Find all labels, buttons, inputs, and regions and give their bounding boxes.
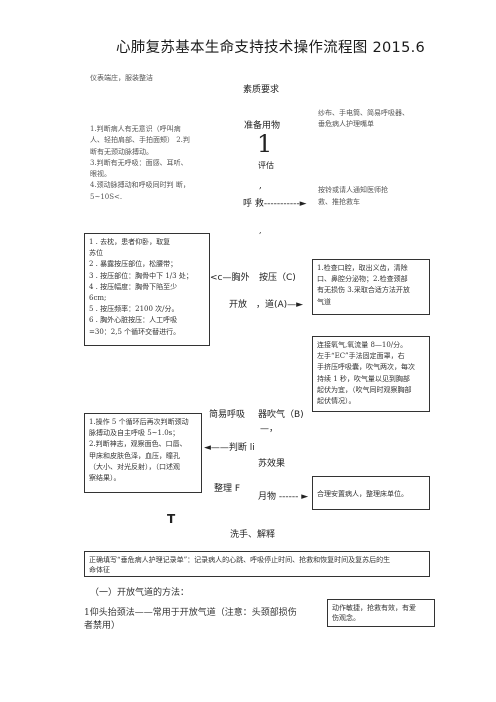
box-line: =30：2,5 个循环交替进行。	[89, 327, 181, 336]
assess-line: 1.判断病人有无意识（呼叫病	[90, 125, 181, 133]
organize-label: 整理 F	[214, 484, 241, 494]
box-line: 3 . 按压部位：胸骨中下 1/3 处；	[89, 271, 193, 280]
box-line: 左手“EC”手法固定面罩，右	[317, 352, 405, 361]
airway-label: ，道(A)—►	[256, 300, 304, 310]
judge-box: 1.操作 5 个循环后再次判断颈动 脉搏动及自主呼吸 5~1.0s； 2.判断神…	[84, 413, 202, 493]
assess-line: 眼视。	[90, 170, 111, 179]
box-line: 伤观念。	[332, 614, 360, 622]
call-text: 按铃或请人通知医师抢	[318, 186, 388, 194]
box-line: 甲床和皮肤色泽，血压，瞳孔	[89, 451, 180, 460]
blow-label: 器吹气（B)	[258, 410, 304, 420]
assess-line: 5~10S<.	[90, 192, 123, 201]
comma-mark: ,	[259, 181, 262, 191]
section-heading: （一）开放气道的方法：	[90, 588, 190, 598]
box-line: 5 . 按压频率：2100 次/分。	[89, 305, 179, 314]
box-line: 起伏情况）。	[317, 397, 356, 406]
airway-box: 1.检查口腔，取出义齿，清除 口、鼻腔分泌物；2.检查颈部 有无损伤 3.采取合…	[312, 259, 430, 315]
box-line: 合理安置病人，整理床单位。	[317, 490, 408, 498]
wash-label: 洗手、解释	[230, 530, 276, 540]
dash-label: —，	[260, 424, 279, 434]
call-label: 呼 救-----------►	[243, 199, 307, 209]
box-line: 手挤压呼吸囊，吹气两次，每次	[317, 363, 415, 372]
airway-open-label: 开放	[229, 300, 248, 310]
comma-mark-2: ,	[259, 226, 262, 235]
box-line: 1.检查口腔，取出义齿，清除	[317, 264, 408, 272]
box-line: 气道	[317, 297, 331, 306]
method-text: 1仰头抬颈法——常用于开放气道（注意：头颈部损伤 者禁用）	[84, 607, 297, 633]
arrange-box: 合理安置病人，整理床单位。	[312, 476, 430, 510]
record-line: 正确填写“垂危病人护理记录单”：记录病人的心跳、呼吸停止时间、抢救和恢复时间及复…	[89, 556, 391, 564]
box-line: 1.操作 5 个循环后再次判断颈动	[89, 418, 189, 426]
box-line: （大小、对光反射），（口述观	[89, 462, 180, 471]
box-line: 4 . 按压幅度：胸骨下陷至少	[89, 282, 178, 291]
method-line: 者禁用）	[84, 621, 121, 631]
box-line: 察结果）。	[89, 474, 121, 483]
box-line: 2.判断神志，观察面色、口唇、	[89, 440, 187, 449]
box-line: 有无损伤 3.采取合适方法开放	[317, 286, 410, 295]
step-number: 1	[257, 130, 273, 158]
box-line: 持续 1 秒，吹气量以见到胸部	[317, 374, 410, 383]
box-line: 脉搏动及自主呼吸 5~1.0s；	[89, 429, 180, 438]
call-text-2: 救、推抢救车	[318, 198, 360, 206]
box-line: 口、鼻腔分泌物；2.检查颈部	[317, 275, 408, 284]
page-title: 心肺复苏基本生命支持技术操作流程图 2015.6	[116, 40, 426, 56]
record-line: 命体征	[89, 566, 110, 574]
assess-line: 3.判断有无呼吸：面感、耳听、	[90, 158, 188, 167]
assess-text: 1.判断病人有无意识（呼叫病 人、轻拍肩部、手拍面颊） 2.判 断有无颈动脉搏动…	[90, 124, 190, 203]
top-left-note: 仪表端庄，服装整洁	[90, 74, 153, 82]
compression-steps-box: 1 . 去枕，患者仰卧，取复 苏位 2 . 暴露按压部位，松腰带； 3 . 按压…	[84, 233, 210, 346]
box-line: 连接氧气,氧流量 8—10/分。	[317, 341, 408, 349]
assess-label: 评估	[258, 161, 274, 170]
t-mark: T	[167, 512, 176, 526]
chest-label: <c—胸外	[210, 273, 250, 283]
prep-line: 垂危病人护理嘴单	[318, 120, 374, 128]
method-line: 1仰头抬颈法——常用于开放气道（注意：头颈部损伤	[84, 608, 297, 618]
effect-label: 苏效果	[258, 459, 286, 469]
simple-breath-label: 简易呼吸	[209, 410, 246, 420]
box-line: 6cm;	[89, 294, 107, 303]
box-line: 起伏为宜，（吹气同时观察胸部	[317, 385, 412, 394]
box-line: 动作敏捷，抢救有效，有爱	[332, 604, 416, 612]
bed-label: 月物 ------ ►	[258, 492, 309, 502]
prep-line: 纱布、手电筒、简易呼吸器、	[318, 109, 409, 117]
quality-label: 素质要求	[243, 85, 280, 95]
box-line: 1 . 去枕，患者仰卧，取复	[89, 238, 171, 246]
assess-line: 断有无颈动脉搏动。	[90, 147, 153, 156]
judge-label: ◄——判断 li	[204, 443, 255, 453]
prep-label: 准备用物	[244, 121, 281, 131]
box-line: 苏位	[89, 249, 103, 258]
compress-label: 按压（C)	[259, 273, 296, 283]
box-line: 6 . 胸外心脏按压：人工呼吸	[89, 316, 178, 325]
breathing-box: 连接氧气,氧流量 8—10/分。 左手“EC”手法固定面罩，右 手挤压呼吸囊，吹…	[312, 336, 430, 412]
record-box: 正确填写“垂危病人护理记录单”：记录病人的心跳、呼吸停止时间、抢救和恢复时间及复…	[84, 551, 430, 577]
prep-text: 纱布、手电筒、简易呼吸器、 垂危病人护理嘴单	[318, 108, 409, 130]
assess-line: 4.颈动脉搏动和呼吸同时判 断，	[90, 181, 190, 190]
box-line: 2 . 暴露按压部位，松腰带；	[89, 260, 178, 269]
bottom-right-box: 动作敏捷，抢救有效，有爱 伤观念。	[327, 599, 435, 627]
assess-line: 人、轻拍肩部、手拍面颊） 2.判	[90, 136, 190, 145]
